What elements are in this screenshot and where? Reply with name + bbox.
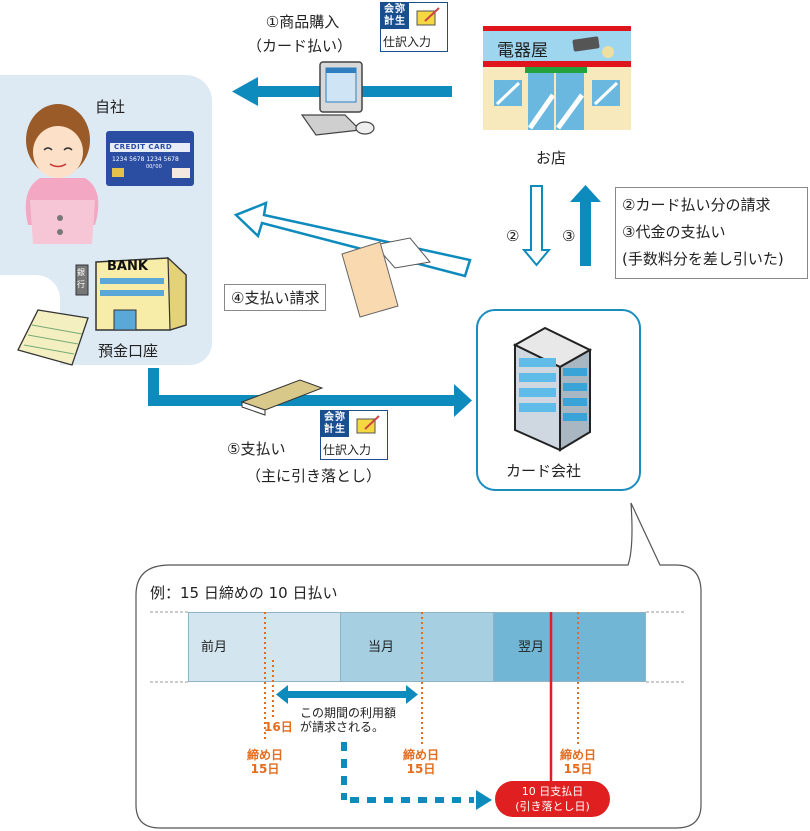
kaikei-logo: 会弥計生 (321, 411, 349, 437)
notebook-pen-icon (416, 7, 440, 26)
payment-day-badge: 10 日支払日 (引き落とし日) (495, 781, 610, 817)
dotted-flow-to-payment (341, 742, 492, 810)
billing-period-arrow (276, 685, 418, 704)
step3-marker: ③ (562, 227, 576, 245)
bank-illustration (75, 256, 187, 331)
credit-card-illustration (106, 131, 194, 186)
card-company-label: カード会社 (506, 462, 582, 480)
step5-label-line2: （主に引き落とし） (246, 467, 382, 485)
journal-entry-badge-bottom: 会弥計生 仕訳入力 (320, 410, 388, 460)
card-company-building (512, 326, 593, 452)
store-sign: 電器屋 (497, 41, 548, 61)
computer-illustration (300, 61, 375, 136)
month-cell-next: 翌月 (494, 612, 646, 682)
step23-description-box: ②カード払い分の請求 ③代金の支払い (手数料分を差し引いた) (615, 187, 808, 279)
bank-account-label: 預金口座 (98, 342, 159, 360)
step4-label: ④支払い請求 (224, 284, 327, 311)
timeline-guides (150, 611, 684, 683)
month-label: 当月 (368, 640, 395, 655)
bank-sign: BANK (107, 259, 148, 274)
journal-entry-badge-top: 会弥計生 仕訳入力 (380, 2, 448, 52)
step5-label-line1: ⑤支払い (227, 440, 286, 458)
notebook-pen-icon (356, 415, 380, 434)
credit-card-expiry: 00/'00 (146, 164, 162, 170)
envelope-illustration (341, 237, 431, 318)
store-illustration (483, 26, 631, 130)
person-illustration (25, 104, 99, 244)
arrow-step3 (570, 185, 601, 266)
bank-side-sign: 銀行 (77, 268, 85, 289)
arrow-step2 (521, 185, 552, 267)
arrow-step5 (148, 368, 472, 417)
month-cell-current: 当月 (341, 612, 494, 682)
cash-illustration (240, 379, 324, 416)
month-label: 前月 (201, 640, 228, 655)
own-company-label: 自社 (95, 98, 126, 116)
credit-card-text: CREDIT CARD (114, 143, 173, 151)
period-description: この期間の利用額 が請求される。 (300, 706, 397, 734)
kaikei-logo: 会弥計生 (381, 3, 409, 29)
step1-label: ①商品購入 （カード払い） (247, 13, 353, 55)
month-label: 翌月 (518, 640, 545, 655)
example-title: 例：15 日締めの 10 日払い (150, 584, 338, 602)
start-day-label: 16日 (264, 720, 293, 734)
credit-card-number: 1234 5678 1234 5678 (112, 156, 179, 163)
step2-marker: ② (506, 227, 520, 245)
passbook-illustration (17, 309, 89, 366)
store-label: お店 (536, 149, 567, 167)
